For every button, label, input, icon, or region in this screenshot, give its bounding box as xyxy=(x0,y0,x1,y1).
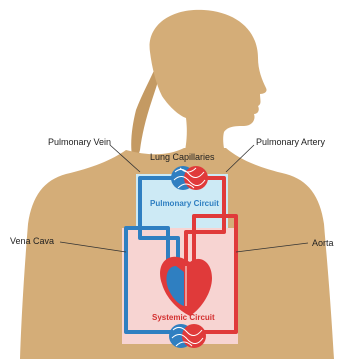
aorta-label: Aorta xyxy=(312,238,334,248)
pulmonary-vein-label: Pulmonary Vein xyxy=(48,137,111,147)
pulmonary-circuit-label: Pulmonary Circuit xyxy=(150,199,219,208)
pulmonary-artery-label: Pulmonary Artery xyxy=(256,137,326,147)
lung-capillaries-cluster xyxy=(171,166,208,190)
body-capillaries-cluster xyxy=(169,324,206,348)
systemic-circuit-label: Systemic Circuit xyxy=(152,313,215,322)
vena-cava-label: Vena Cava xyxy=(10,236,54,246)
head xyxy=(150,10,267,156)
lung-capillaries-label: Lung Capillaries xyxy=(150,152,215,162)
